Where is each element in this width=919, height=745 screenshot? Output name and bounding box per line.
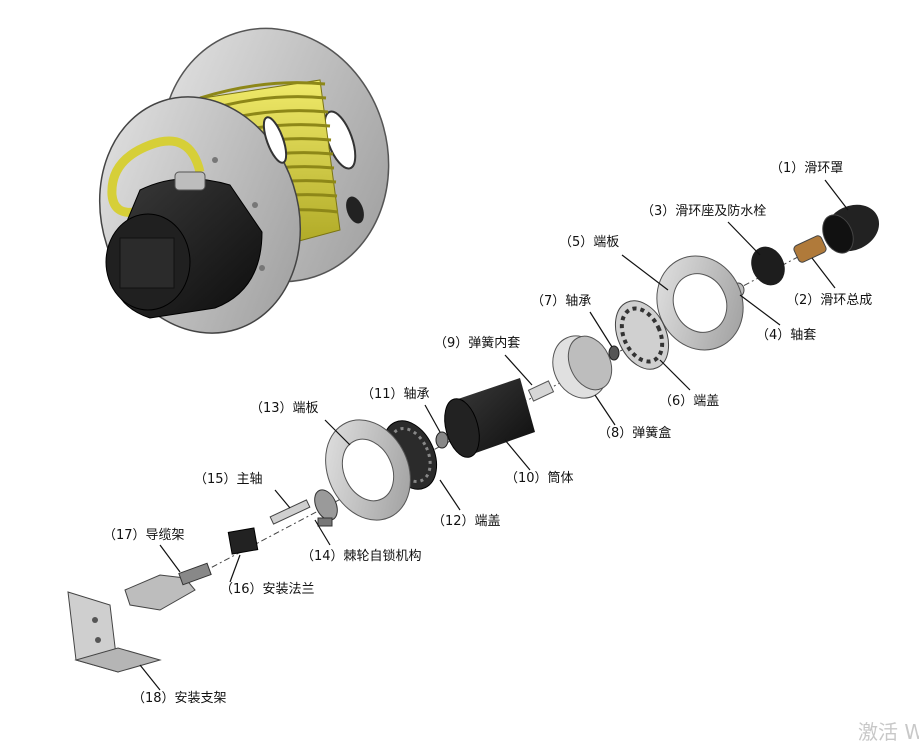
label-part-17: （17）导缆架 bbox=[103, 528, 185, 543]
label-part-2: （2）滑环总成 bbox=[786, 293, 873, 308]
part-7-bearing bbox=[608, 345, 620, 361]
reel-bolt bbox=[252, 202, 258, 208]
part-5-end-plate bbox=[656, 255, 744, 351]
part-17-cable-guide bbox=[124, 562, 212, 611]
label-part-8: （8）弹簧盒 bbox=[598, 426, 672, 441]
leader-lines bbox=[139, 179, 849, 691]
assembled-reel bbox=[98, 27, 390, 334]
label-part-7: （7）轴承 bbox=[531, 294, 592, 309]
reel-back-slot-2 bbox=[346, 196, 364, 224]
label-part-6: （6）端盖 bbox=[659, 394, 720, 409]
label-part-3: （3）滑环座及防水栓 bbox=[641, 204, 767, 219]
label-part-1: （1）滑环罩 bbox=[770, 161, 844, 176]
label-part-15: （15）主轴 bbox=[194, 472, 263, 487]
label-part-16: （16）安装法兰 bbox=[220, 582, 315, 597]
label-part-18: （18）安装支架 bbox=[132, 691, 227, 706]
part-13-end-plate bbox=[325, 419, 411, 521]
part-11-bearing bbox=[435, 431, 449, 449]
part-2-slip-ring-assembly bbox=[793, 235, 827, 263]
activation-watermark: 激活 W bbox=[858, 720, 919, 744]
reel-hose-loop bbox=[107, 136, 205, 217]
part-16-mounting-flange bbox=[227, 527, 259, 555]
reel-bolt bbox=[259, 265, 265, 271]
part-8-spring-box bbox=[552, 335, 613, 399]
reel-front-slot bbox=[262, 116, 288, 164]
part-1-slip-ring-cover bbox=[822, 204, 880, 254]
label-part-9: （9）弹簧内套 bbox=[434, 336, 521, 351]
part-9-spring-inner-sleeve bbox=[527, 380, 555, 402]
label-part-12: （12）端盖 bbox=[432, 514, 501, 529]
label-part-13: （13）端板 bbox=[250, 401, 319, 416]
explode-axis-line bbox=[149, 239, 831, 601]
label-part-10: （10）筒体 bbox=[505, 471, 574, 486]
part-10-drum-body bbox=[444, 378, 535, 458]
part-15-main-shaft bbox=[269, 499, 311, 525]
reel-motor-housing bbox=[105, 171, 263, 319]
label-part-14: （14）棘轮自锁机构 bbox=[301, 549, 422, 564]
label-part-5: （5）端板 bbox=[559, 235, 620, 250]
label-part-11: （11）轴承 bbox=[361, 387, 430, 402]
label-part-4: （4）轴套 bbox=[756, 328, 817, 343]
part-14-ratchet-lock bbox=[314, 489, 338, 527]
reel-bolt bbox=[212, 157, 218, 163]
part-18-mounting-bracket bbox=[67, 591, 162, 673]
part-6-end-cover bbox=[614, 300, 670, 370]
part-3-slip-ring-seat bbox=[751, 246, 785, 286]
